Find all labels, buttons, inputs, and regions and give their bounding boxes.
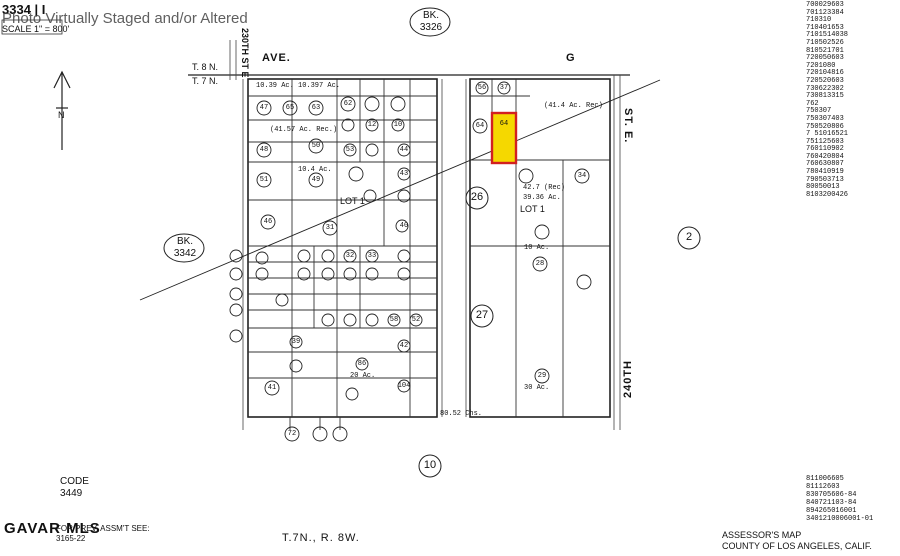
- township-t7n: T. 7 N.: [192, 76, 219, 86]
- lot-label: LOT 1: [340, 196, 365, 206]
- parcel-number: 104: [397, 382, 411, 390]
- parcel-number: 46: [263, 218, 273, 226]
- acreage-note: 20 Ac.: [350, 372, 376, 380]
- book-ref-left-label: BK.: [176, 236, 194, 247]
- parcel-number: 72: [287, 430, 297, 438]
- section-2: 2: [685, 231, 693, 243]
- parcel-number: 49: [311, 176, 321, 184]
- township-range: T.7N., R. 8W.: [282, 532, 360, 544]
- parcel-number: 47: [259, 104, 269, 112]
- road-label-g: G: [566, 52, 576, 64]
- lot-label: LOT 1: [520, 204, 545, 214]
- parcel-number: 50: [311, 142, 321, 150]
- road-label-230th: 230TH ST E: [240, 28, 250, 78]
- parcel-number: 52: [411, 316, 421, 324]
- assessor-map-label: ASSESSOR'S MAP: [722, 530, 802, 540]
- acreage-note: 10 Ac.: [524, 244, 550, 252]
- code-value: 3449: [60, 488, 83, 499]
- acreage-note: (41.4 Ac. Rec): [544, 102, 603, 110]
- book-ref-top-number: 3326: [419, 22, 443, 33]
- parcel-number: 39: [291, 338, 301, 346]
- acreage-note: 10.39 Ac.: [256, 82, 294, 90]
- document-id-list-2: 811006605 81112603 830705606-84 84072110…: [806, 475, 874, 523]
- road-label-st-e: ST. E.: [622, 108, 634, 144]
- parcel-number: 31: [325, 224, 335, 232]
- map-scale: SCALE 1" = 800': [2, 24, 70, 34]
- parcel-number: 12: [367, 121, 377, 129]
- code-label: CODE: [60, 476, 89, 487]
- book-ref-top-label: BK.: [422, 10, 440, 21]
- parcel-number: 33: [367, 252, 377, 260]
- previous-assessment-ref: 3165-22: [56, 534, 86, 543]
- book-ref-left: BK. 3342: [170, 236, 200, 260]
- section-26: 26: [470, 191, 484, 203]
- parcel-number: 51: [259, 176, 269, 184]
- svg-text:N: N: [58, 110, 65, 120]
- parcel-number: 10: [393, 121, 403, 129]
- book-ref-left-number: 3342: [173, 248, 197, 259]
- acreage-note: 80.52 Chs.: [440, 410, 483, 418]
- county-label: COUNTY OF LOS ANGELES, CALIF.: [722, 541, 872, 551]
- parcel-number: 63: [311, 104, 321, 112]
- parcel-number: 34: [577, 172, 587, 180]
- parcel-number: 43: [399, 170, 409, 178]
- document-id-list: 700029603 701123384 710310 710401653 710…: [806, 1, 849, 199]
- code-block: CODE 3449: [60, 476, 89, 500]
- previous-assessment-label: FOR PREV. ASSM'T SEE:: [56, 524, 150, 533]
- township-t8n: T. 8 N.: [192, 62, 219, 72]
- parcel-number: 62: [343, 100, 353, 108]
- highlighted-parcel-number: 64: [499, 120, 509, 128]
- parcel-number: 32: [345, 252, 355, 260]
- parcel-number: 58: [389, 316, 399, 324]
- acreage-note: (41.57 Ac. Rec.): [270, 126, 338, 134]
- parcel-number: 64: [475, 122, 485, 130]
- parcel-number: 41: [267, 384, 277, 392]
- section-10: 10: [423, 459, 437, 471]
- assessor-title: ASSESSOR'S MAP COUNTY OF LOS ANGELES, CA…: [722, 530, 872, 552]
- mls-brand: GAVAR MLS: [4, 520, 101, 537]
- parcel-number: 86: [357, 360, 367, 368]
- road-label-240th: 240TH: [622, 360, 634, 399]
- parcel-number: 29: [537, 372, 547, 380]
- parcel-number: 65: [285, 104, 295, 112]
- highlighted-parcel[interactable]: [490, 111, 518, 165]
- parcel-number: 56: [477, 84, 487, 92]
- watermark-text: Photo Virtually Staged and/or Altered: [2, 10, 248, 27]
- acreage-note: 10.4 Ac.: [298, 166, 332, 174]
- parcel-number: 48: [259, 146, 269, 154]
- previous-assessment: FOR PREV. ASSM'T SEE: 3165-22: [56, 524, 150, 544]
- section-27: 27: [475, 309, 489, 321]
- acreage-note: 30 Ac.: [524, 384, 550, 392]
- acreage-note: 39.36 Ac.: [523, 194, 561, 202]
- acreage-note: 42.7 (Rec): [523, 184, 566, 192]
- book-ref-top: BK. 3326: [416, 10, 446, 34]
- map-book-number: 3334 | I: [2, 2, 46, 17]
- parcel-number: 28: [535, 260, 545, 268]
- parcel-number: 53: [345, 146, 355, 154]
- acreage-note: 10.397 Ac.: [298, 82, 341, 90]
- parcel-number: 44: [399, 146, 409, 154]
- parcel-number: 37: [499, 84, 509, 92]
- parcel-number: 40: [399, 222, 409, 230]
- parcel-number: 42: [399, 342, 409, 350]
- road-label-ave: AVE.: [262, 52, 291, 64]
- north-arrow-icon: [53, 70, 71, 150]
